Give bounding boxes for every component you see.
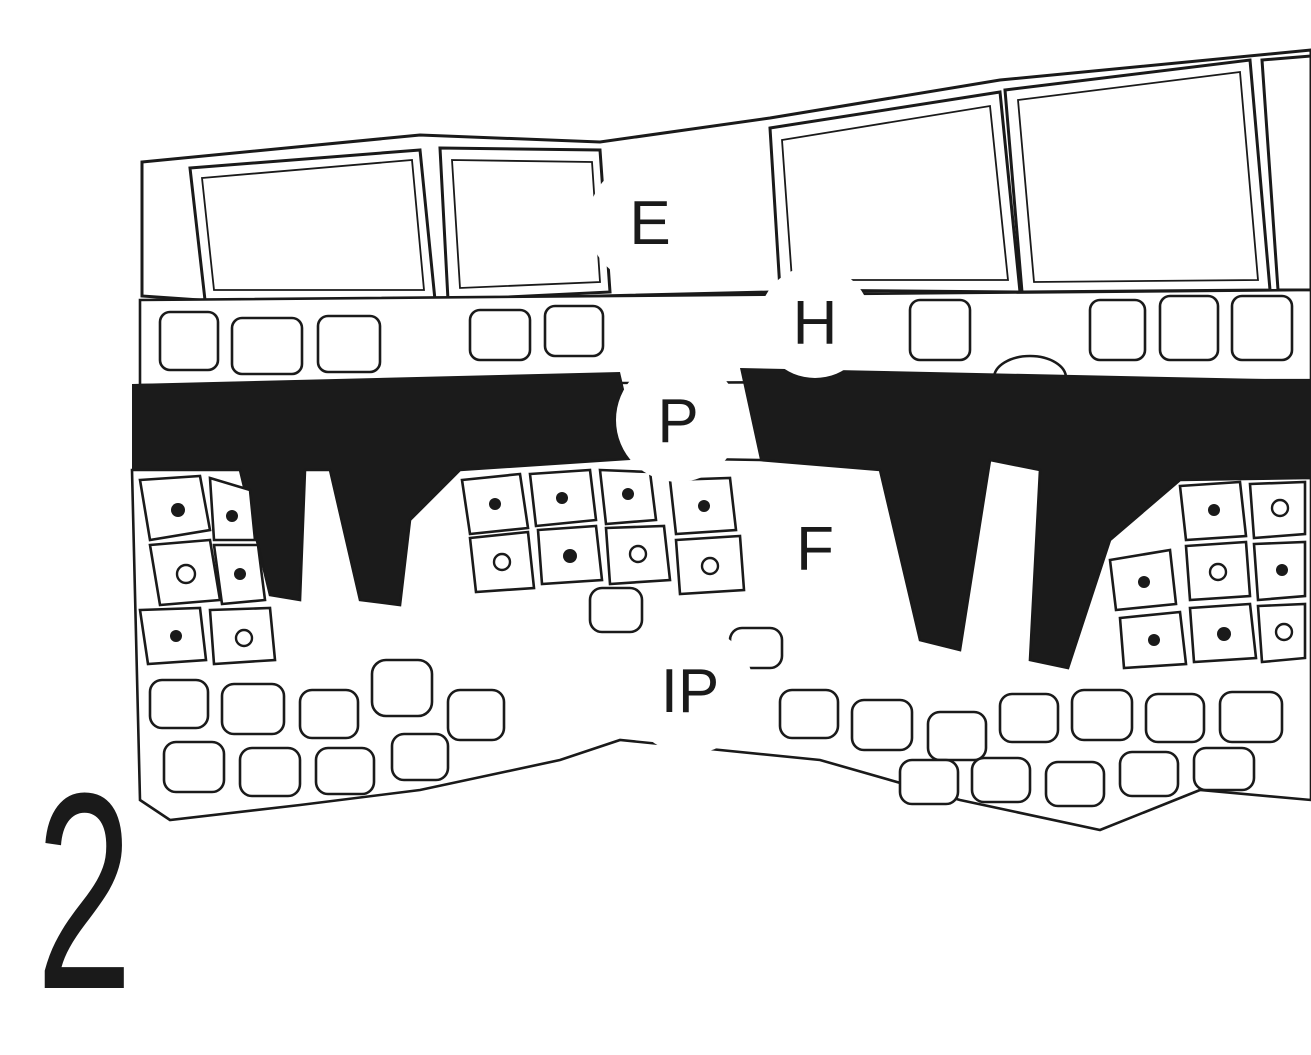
label-F-group: F	[753, 486, 877, 610]
label-H-group: H	[759, 266, 871, 378]
label-E-group: E	[588, 160, 712, 284]
label-E: E	[629, 189, 670, 258]
label-IP-group: IP	[626, 626, 754, 754]
epidermis-layer	[142, 50, 1311, 305]
label-IP: IP	[661, 657, 720, 726]
figure-number: 2	[36, 752, 133, 1032]
label-P-group: P	[616, 358, 740, 482]
label-H: H	[793, 289, 838, 358]
label-P: P	[657, 387, 698, 456]
label-F: F	[796, 515, 834, 584]
